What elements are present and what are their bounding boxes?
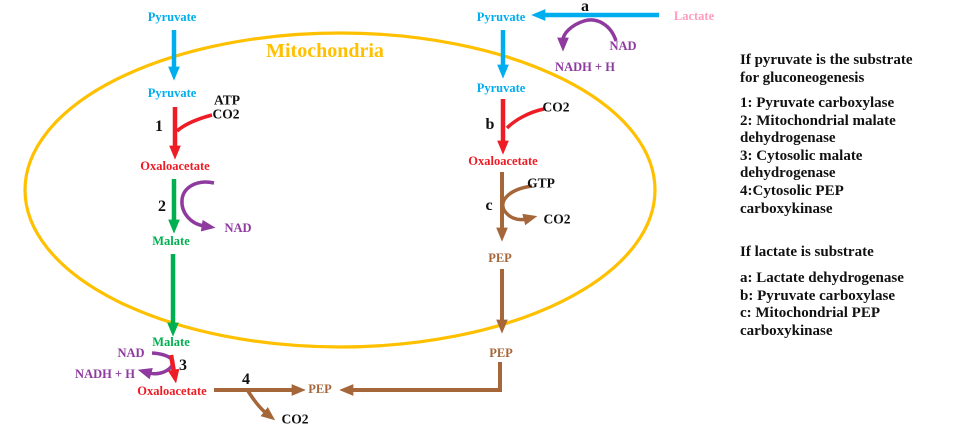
curve-co2-into-stepb bbox=[505, 107, 545, 130]
mitochondria-label: Mitochondria bbox=[266, 40, 384, 62]
step-b-label: b bbox=[485, 116, 495, 133]
step-3-label: 3 bbox=[179, 357, 187, 374]
pep-cytosol-right-label: PEP bbox=[489, 345, 513, 360]
legend-item: carboxykinase bbox=[740, 322, 833, 339]
gtp-label: GTP bbox=[527, 175, 555, 191]
oxaloacetate-mito-left-label: Oxaloacetate bbox=[140, 158, 210, 173]
curve-step2-nadh-to-nad bbox=[180, 180, 216, 232]
pyruvate-mito-right-label: Pyruvate bbox=[476, 80, 526, 95]
curve-stepc-gtp-to-co2 bbox=[501, 184, 538, 226]
lactate-label: Lactate bbox=[673, 8, 715, 23]
curve-step4-co2-release bbox=[246, 390, 276, 421]
step-c-label: c bbox=[485, 197, 493, 214]
legend-pyruvate-heading: If pyruvate is the substrate for glucone… bbox=[740, 52, 955, 87]
legend-item: b: Pyruvate carboxylase bbox=[740, 287, 895, 304]
step-4-label: 4 bbox=[242, 371, 250, 388]
step-a-label: a bbox=[581, 0, 589, 15]
legend-item: 2: Mitochondrial malate bbox=[740, 112, 896, 129]
oxaloacetate-mito-right-label: Oxaloacetate bbox=[468, 153, 538, 168]
legend-heading-line: If pyruvate is the substrate bbox=[740, 52, 913, 68]
legend-item: 3: Cytosolic malate bbox=[740, 147, 863, 164]
co2-stepb-label: CO2 bbox=[542, 99, 570, 115]
legend-item: a: Lactate dehydrogenase bbox=[740, 270, 904, 286]
pyruvate-cytosol-right-label: Pyruvate bbox=[476, 9, 526, 24]
nad-stepa-label: NAD bbox=[609, 38, 637, 53]
nadh-stepa-label: NADH + H bbox=[555, 59, 615, 74]
arrow-step3-malate-to-oxaloacetate bbox=[167, 354, 180, 384]
curve-stepa-nad-to-nadh bbox=[557, 18, 618, 52]
nad-step2-label: NAD bbox=[224, 220, 252, 235]
legend-item: carboxykinase bbox=[740, 200, 833, 217]
legend-item: 1: Pyruvate carboxylase bbox=[740, 95, 895, 111]
atp-label: ATP bbox=[214, 92, 240, 108]
malate-mito-label: Malate bbox=[152, 233, 190, 248]
step-1-label: 1 bbox=[155, 118, 163, 135]
arrow-pep-to-pep-elbow bbox=[339, 362, 502, 396]
legend-item: dehydrogenase bbox=[740, 165, 836, 182]
pep-cytosol-left-label: PEP bbox=[308, 381, 332, 396]
legend-pyruvate-enzymes: 1: Pyruvate carboxylase 2: Mitochondrial… bbox=[740, 95, 955, 218]
pyruvate-cytosol-left-label: Pyruvate bbox=[147, 9, 197, 24]
pyruvate-mito-left-label: Pyruvate bbox=[147, 85, 197, 100]
pep-mito-label: PEP bbox=[488, 250, 512, 265]
legend-lactate-enzymes: a: Lactate dehydrogenase b: Pyruvate car… bbox=[740, 270, 955, 340]
curve-atp-co2-into-step1 bbox=[175, 113, 213, 133]
legend-lactate-heading: If lactate is substrate bbox=[740, 244, 955, 262]
nad-step3-label: NAD bbox=[117, 345, 145, 360]
co2-stepc-label: CO2 bbox=[543, 211, 571, 227]
co2-step4-label: CO2 bbox=[281, 411, 309, 427]
step-2-label: 2 bbox=[158, 198, 166, 215]
legend-heading-line: for gluconeogenesis bbox=[740, 69, 865, 86]
legend-item: dehydrogenase bbox=[740, 130, 836, 147]
co2-step1-label: CO2 bbox=[212, 106, 240, 122]
nadh-step3-label: NADH + H bbox=[75, 366, 135, 381]
legend-item: c: Mitochondrial PEP bbox=[740, 305, 880, 322]
oxaloacetate-cytosol-label: Oxaloacetate bbox=[137, 383, 207, 398]
legend-item: 4:Cytosolic PEP bbox=[740, 182, 844, 199]
legend-heading-line: If lactate is substrate bbox=[740, 244, 874, 260]
malate-cytosol-label: Malate bbox=[152, 334, 190, 349]
mitochondria-membrane bbox=[23, 31, 657, 349]
